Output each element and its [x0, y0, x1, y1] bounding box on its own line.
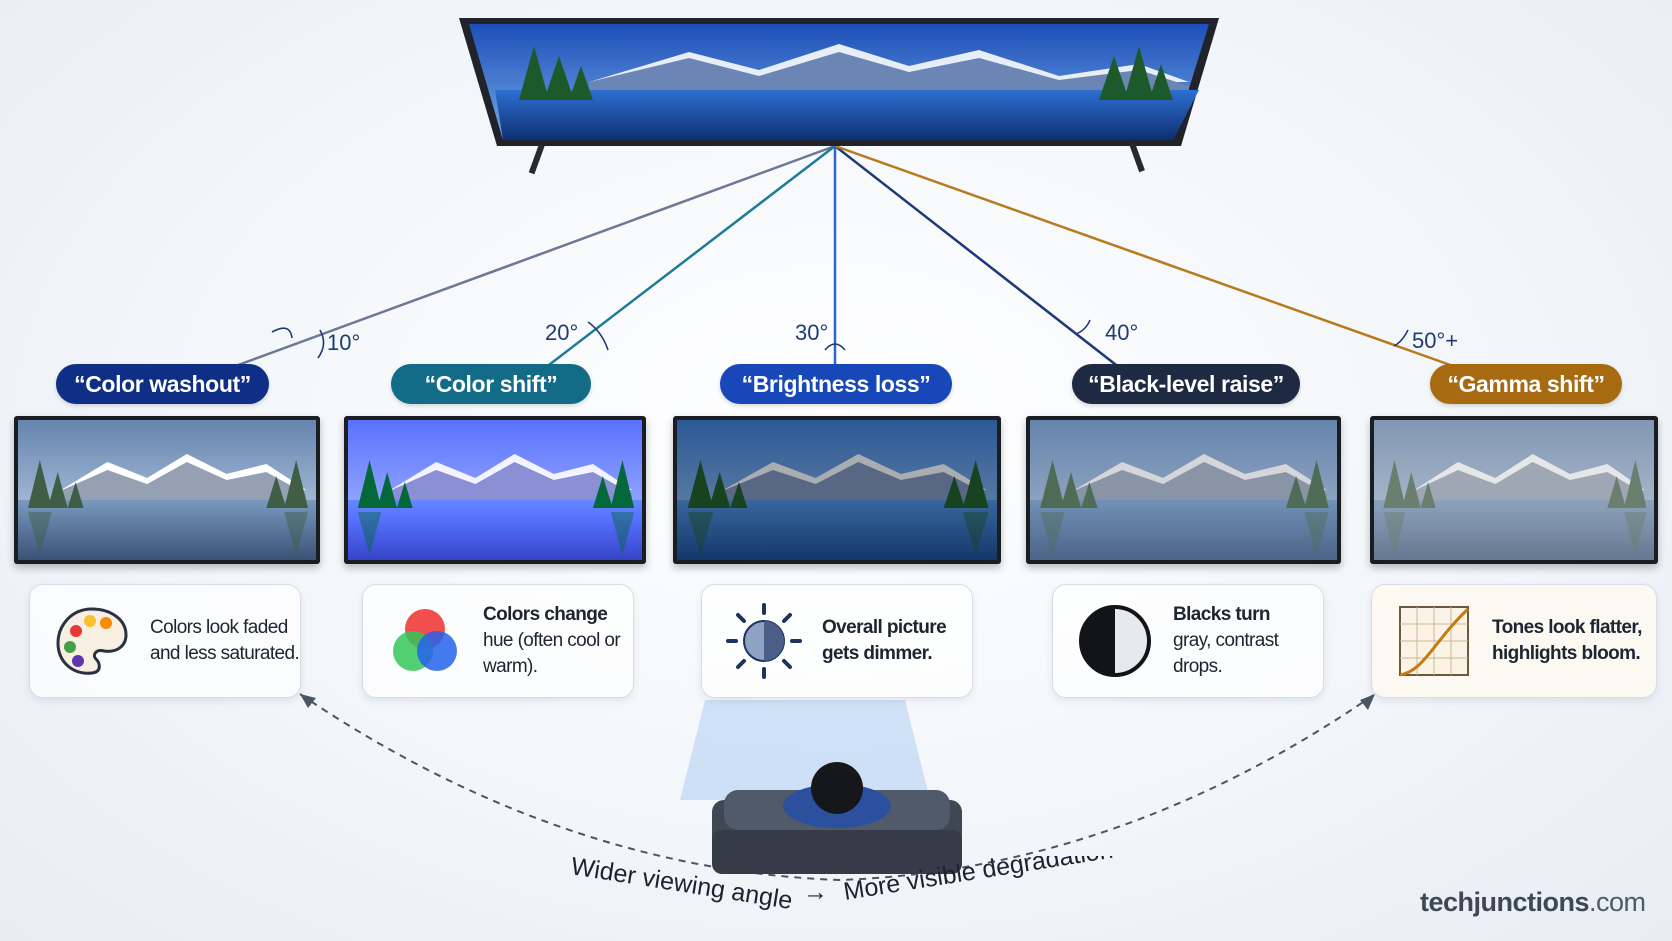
tv-color-washout	[14, 416, 320, 564]
angle-label-40: 40°	[1105, 320, 1139, 345]
angle-label-30: 30°	[795, 320, 829, 345]
ray-50	[834, 144, 1471, 374]
tv-gamma-shift	[1370, 416, 1658, 564]
card-text-black-level-raise: Blacks turn gray, contrast drops.	[1173, 602, 1323, 680]
angle-label-20: 20°	[545, 320, 579, 345]
ray-20	[544, 145, 836, 369]
svg-text:Wider viewing angle: Wider viewing angle	[569, 856, 794, 915]
label-black-level-raise: “Black-level raise”	[1072, 364, 1300, 404]
brand-logo: techjunctions.com	[1420, 887, 1646, 918]
card-text-color-shift: Colors change hue (often cool or warm).	[483, 602, 633, 680]
svg-text:More visible degradation: More visible degradation	[842, 856, 1115, 906]
tv-color-shift	[344, 416, 646, 564]
brand-name: techjunctions	[1420, 887, 1590, 917]
description-color-washout: Colors look faded and less saturated.	[150, 617, 300, 664]
ray-40	[834, 145, 1121, 369]
card-gamma-shift: Tones look flatter, highlights bloom.	[1371, 584, 1657, 698]
ray-10	[229, 144, 836, 370]
rgb-circles-icon	[385, 601, 465, 681]
caption-right: More visible degradation	[842, 856, 1115, 906]
description-bold-color-shift: Colors change	[483, 604, 608, 625]
card-color-washout: Colors look faded and less saturated.	[29, 584, 301, 698]
label-gamma-shift: “Gamma shift”	[1430, 364, 1622, 404]
tv-black-level-raise	[1026, 416, 1341, 564]
gamma-curve-icon	[1394, 601, 1474, 681]
svg-text:→: →	[803, 878, 828, 906]
angle-label-10: 10°	[327, 330, 361, 355]
label-color-washout: “Color washout”	[56, 364, 269, 404]
main-television	[459, 16, 1219, 175]
palette-icon	[52, 601, 132, 681]
card-text-brightness-loss: Overall picture gets dimmer.	[822, 615, 972, 667]
description-bold-black-level-raise: Blacks turn	[1173, 604, 1270, 625]
dim-sun-icon	[724, 601, 804, 681]
caption-left: Wider viewing angle	[569, 856, 794, 915]
tv-brightness-loss	[673, 416, 1001, 564]
viewer-on-couch	[712, 760, 962, 880]
description-black-level-raise: gray, contrast drops.	[1173, 630, 1279, 677]
label-color-shift: “Color shift”	[391, 364, 591, 404]
card-black-level-raise: Blacks turn gray, contrast drops.	[1052, 584, 1324, 698]
half-circle-icon	[1075, 601, 1155, 681]
caption-arrow: →	[803, 878, 828, 906]
angle-label-50: 50°+	[1412, 328, 1459, 353]
card-text-gamma-shift: Tones look flatter, highlights bloom.	[1492, 615, 1656, 667]
card-color-shift: Colors change hue (often cool or warm).	[362, 584, 634, 698]
card-brightness-loss: Overall picture gets dimmer.	[701, 584, 973, 698]
label-brightness-loss: “Brightness loss”	[720, 364, 952, 404]
brand-suffix: .com	[1589, 887, 1646, 917]
description-bold-gamma-shift: Tones look flatter, highlights bloom.	[1492, 617, 1642, 664]
description-bold-brightness-loss: Overall picture gets dimmer.	[822, 617, 947, 664]
card-text-color-washout: Colors look faded and less saturated.	[150, 615, 300, 667]
caption: Wider viewing angle → More visible degra…	[569, 856, 1115, 915]
description-color-shift: hue (often cool or warm).	[483, 630, 621, 677]
